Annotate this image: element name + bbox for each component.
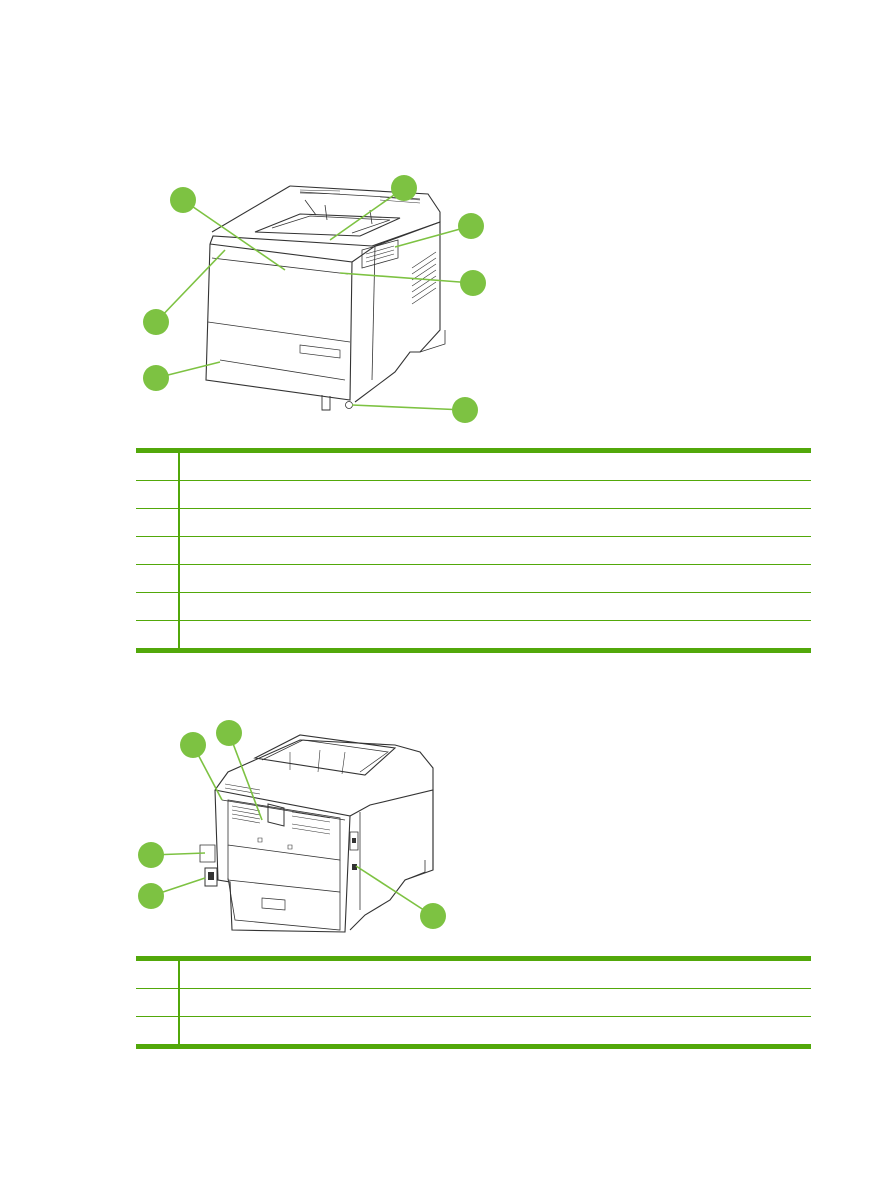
table-row: [136, 508, 811, 537]
table-row: [136, 592, 811, 621]
table-row: [136, 1016, 811, 1047]
table-row: [136, 564, 811, 593]
item-number: [136, 564, 180, 593]
callout-circle: [138, 842, 164, 868]
item-description: [179, 620, 811, 651]
front-parts-table: [136, 448, 811, 653]
callout-circle: [216, 720, 242, 746]
callout-circle: [170, 187, 196, 213]
item-description: [179, 536, 811, 565]
item-number: [136, 1016, 180, 1047]
front-printer-figure: [130, 170, 510, 430]
item-description: [179, 592, 811, 621]
rear-printer-figure: [130, 710, 460, 940]
table-row: [136, 988, 811, 1017]
item-description: [179, 508, 811, 537]
item-number: [136, 592, 180, 621]
item-number: [136, 536, 180, 565]
item-description: [179, 480, 811, 509]
item-description: [179, 959, 811, 989]
callout-circle: [391, 175, 417, 201]
item-description: [179, 1016, 811, 1047]
item-number: [136, 620, 180, 651]
item-description: [179, 988, 811, 1017]
rear-printer-illustration: [138, 720, 446, 933]
front-printer-illustration: [143, 175, 486, 423]
callout-circle: [452, 397, 478, 423]
item-number: [136, 508, 180, 537]
table-row: [136, 480, 811, 509]
item-number: [136, 480, 180, 509]
table-row: [136, 536, 811, 565]
item-number: [136, 988, 180, 1017]
table-row: [136, 958, 811, 989]
item-number: [136, 450, 180, 481]
callout-circle: [460, 270, 486, 296]
callout-circle: [180, 732, 206, 758]
rear-parts-table: [136, 956, 811, 1049]
callout-circle: [458, 213, 484, 239]
callout-circle: [143, 365, 169, 391]
callout-circle: [143, 309, 169, 335]
table-row: [136, 620, 811, 651]
item-number: [136, 958, 180, 989]
item-description: [179, 451, 811, 481]
table-row: [136, 450, 811, 481]
item-description: [179, 564, 811, 593]
callout-circle: [138, 883, 164, 909]
callout-circle: [420, 903, 446, 929]
